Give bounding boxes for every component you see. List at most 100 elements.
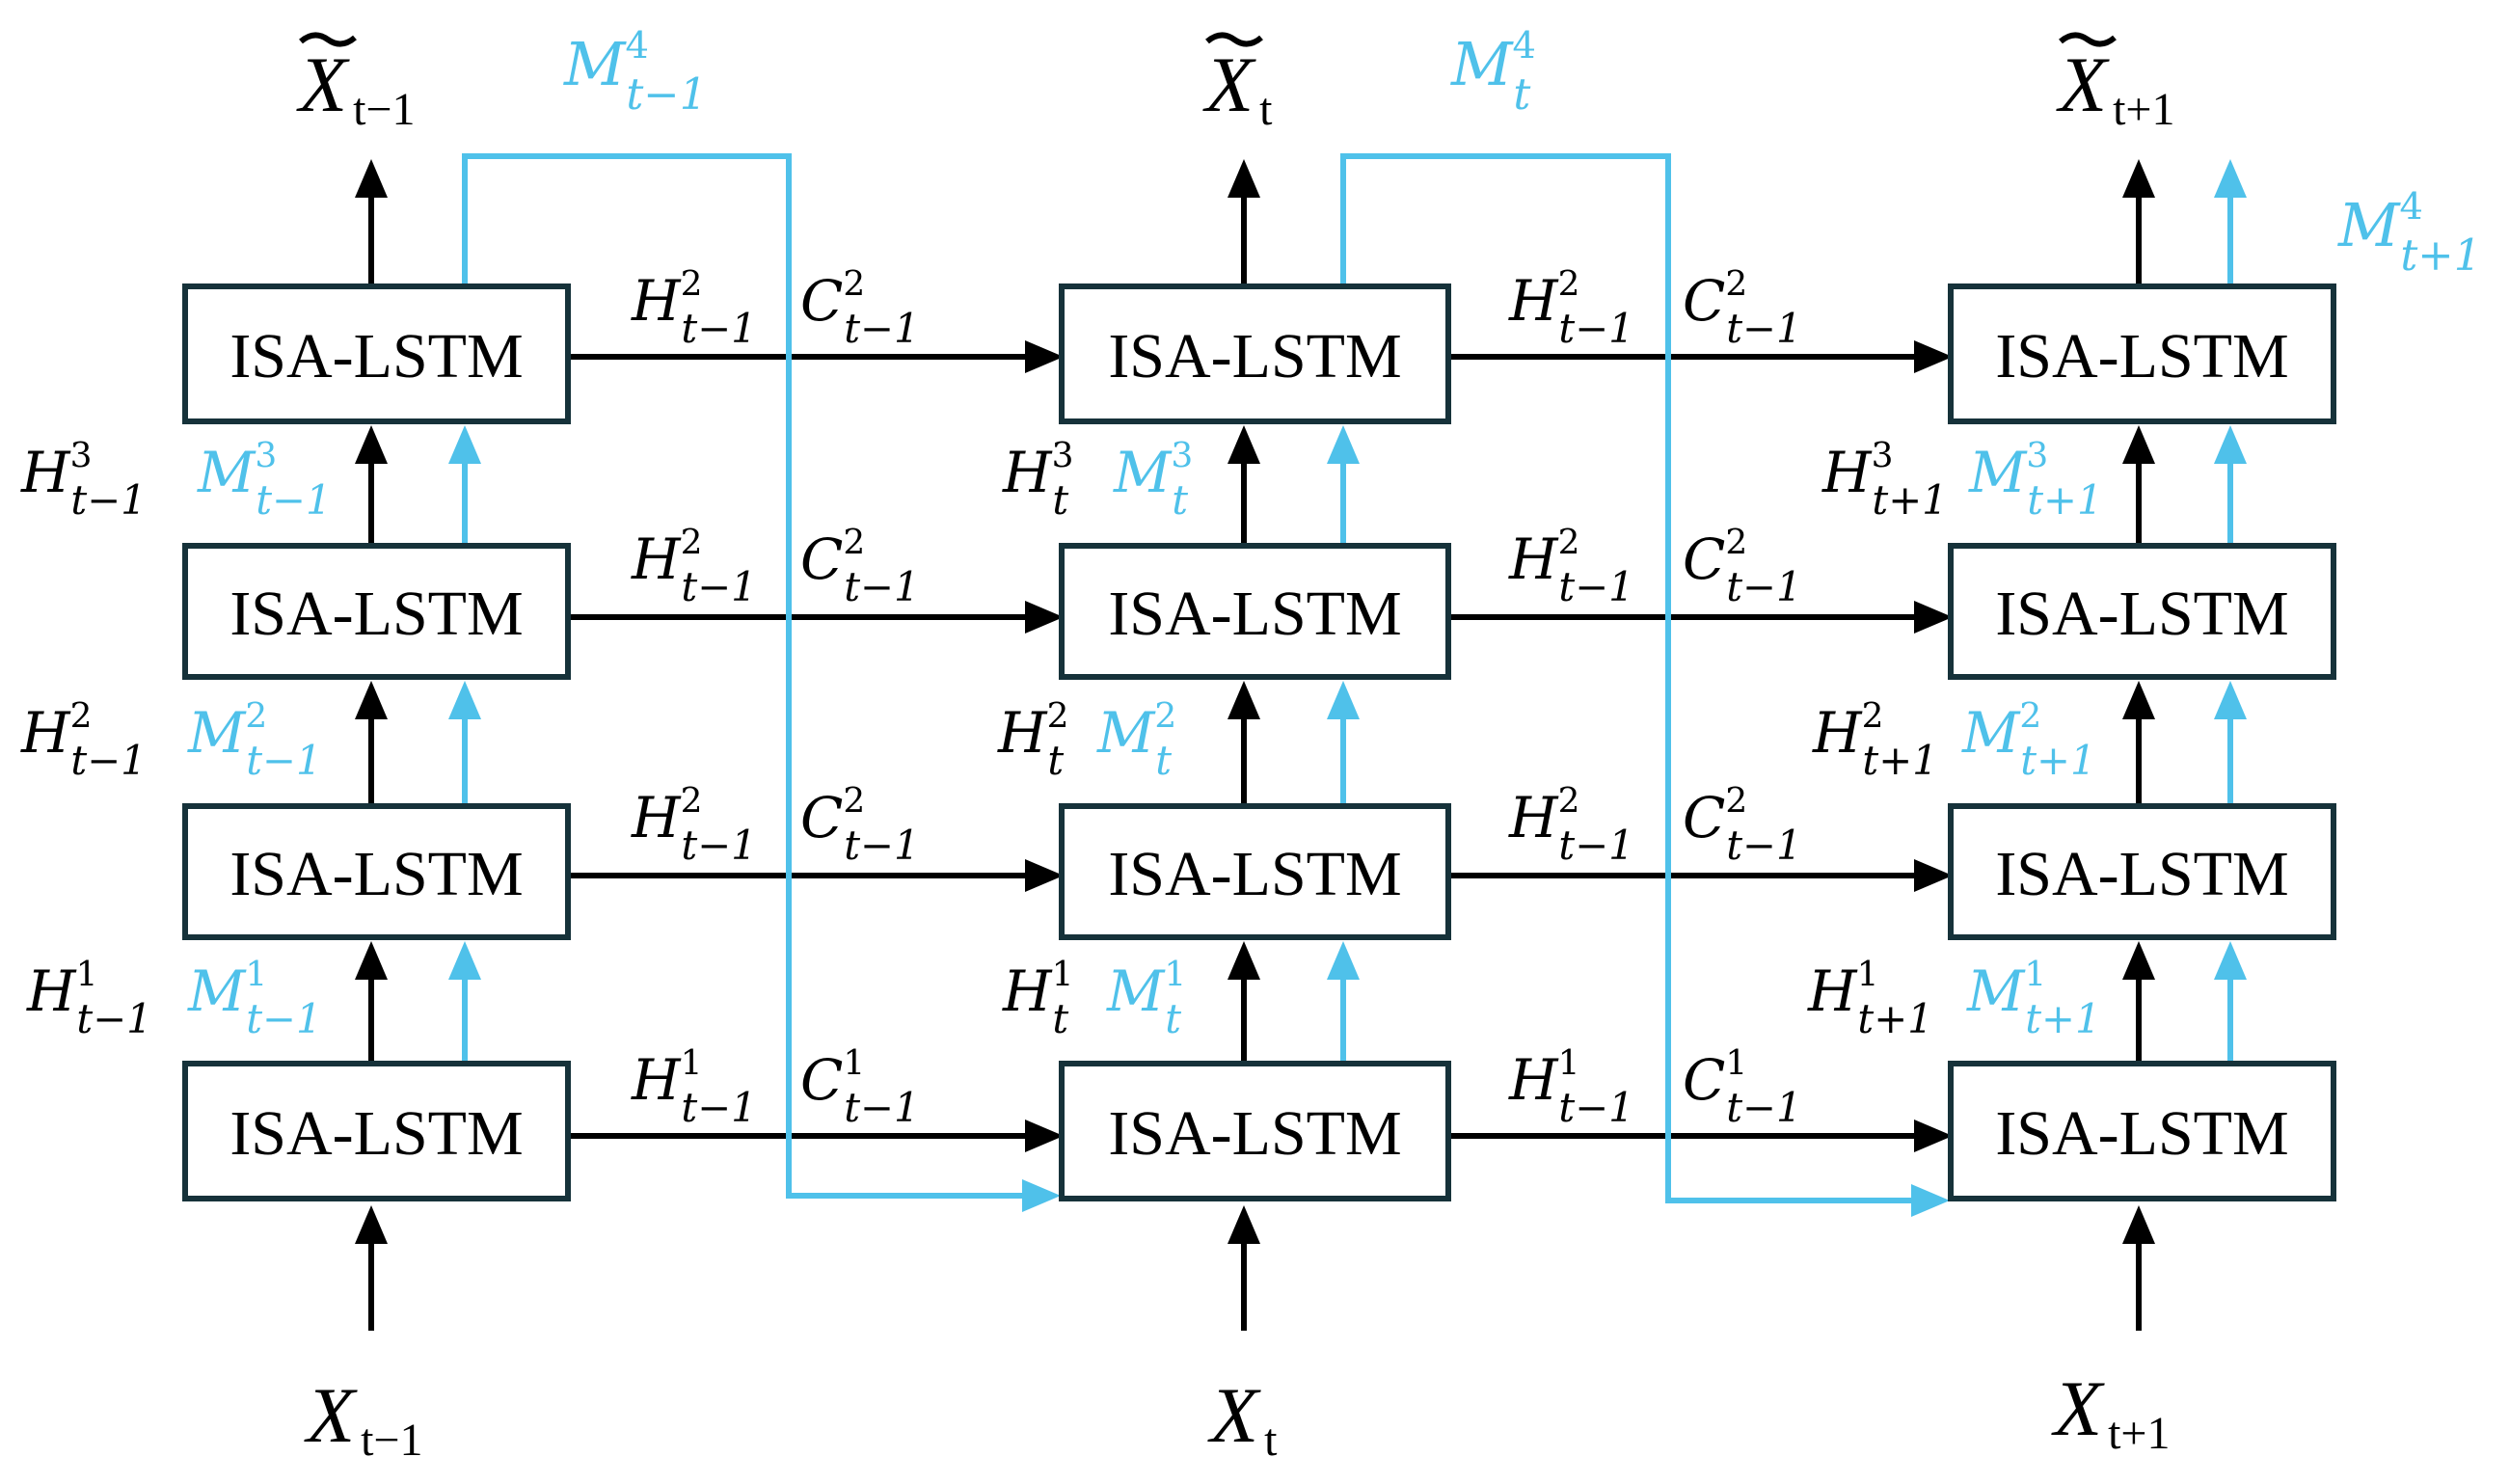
memory-up-head	[1327, 425, 1360, 464]
svg-text:Xt−1: Xt−1	[304, 1371, 423, 1466]
state-transfer-head	[1914, 859, 1953, 892]
isa-lstm-cell: ISA-LSTM	[182, 543, 571, 680]
svg-text:Xt: Xt	[1207, 1371, 1278, 1466]
hidden-up-head	[2122, 941, 2155, 980]
state-transfer-head	[1025, 340, 1064, 373]
output-arrow-head	[355, 159, 388, 198]
svg-text:Xt: Xt	[1202, 40, 1273, 135]
isa-lstm-cell: ISA-LSTM	[1948, 1061, 2336, 1201]
isa-lstm-cell: ISA-LSTM	[1948, 803, 2336, 940]
cell-label: ISA-LSTM	[1995, 839, 2288, 909]
tilde-mark	[2059, 32, 2117, 47]
state-transfer-head	[1914, 601, 1953, 634]
memory-route-line	[462, 153, 1024, 1199]
isa-lstm-cell: ISA-LSTM	[1948, 543, 2336, 680]
memory-up-head	[1327, 681, 1360, 719]
memory-out-head	[2214, 159, 2247, 198]
cell-label: ISA-LSTM	[1995, 1098, 2288, 1169]
isa-lstm-cell: ISA-LSTM	[1948, 283, 2336, 424]
state-transfer-head	[1025, 601, 1064, 634]
input-arrow-head	[1228, 1205, 1260, 1244]
isa-lstm-cell: ISA-LSTM	[182, 1061, 571, 1201]
cell-label: ISA-LSTM	[229, 579, 523, 649]
isa-lstm-cell: ISA-LSTM	[1059, 1061, 1451, 1201]
cell-label: ISA-LSTM	[1108, 321, 1401, 391]
cell-label: ISA-LSTM	[1108, 1098, 1401, 1169]
cell-label: ISA-LSTM	[229, 321, 523, 391]
isa-lstm-cell: ISA-LSTM	[182, 283, 571, 424]
output-arrow-head	[2122, 159, 2155, 198]
svg-text:Xt+1: Xt+1	[2051, 1364, 2171, 1459]
isa-lstm-cell: ISA-LSTM	[1059, 543, 1451, 680]
input-arrow-head	[2122, 1205, 2155, 1244]
memory-up-head	[448, 681, 481, 719]
cell-label: ISA-LSTM	[1995, 579, 2288, 649]
cell-boxes: ISA-LSTM ISA-LSTM ISA-LSTM ISA-LSTM ISA-LSTM…	[182, 283, 2336, 1201]
output-arrow-head	[1228, 159, 1260, 198]
state-transfer-head	[1025, 859, 1064, 892]
hidden-up-head	[2122, 425, 2155, 464]
svg-text:Xt−1: Xt−1	[296, 40, 416, 135]
cell-label: ISA-LSTM	[1995, 321, 2288, 391]
memory-up-head	[448, 941, 481, 980]
isa-lstm-cell: ISA-LSTM	[182, 803, 571, 940]
hidden-up-head	[1228, 941, 1260, 980]
state-transfer-head	[1025, 1120, 1064, 1152]
hidden-up-head	[355, 681, 388, 719]
memory-up-head	[1327, 941, 1360, 980]
hidden-up-head	[2122, 681, 2155, 719]
memory-up-head	[2214, 941, 2247, 980]
cell-label: ISA-LSTM	[1108, 579, 1401, 649]
memory-up-head	[2214, 425, 2247, 464]
cell-label: ISA-LSTM	[229, 1098, 523, 1169]
tilde-mark	[1205, 32, 1263, 47]
connection-lines	[355, 153, 2247, 1331]
cell-label: ISA-LSTM	[1108, 839, 1401, 909]
tilde-mark	[299, 32, 357, 47]
cell-label: ISA-LSTM	[229, 839, 523, 909]
memory-up-head	[448, 425, 481, 464]
memory-up-head	[2214, 681, 2247, 719]
isa-lstm-cell: ISA-LSTM	[1059, 803, 1451, 940]
state-transfer-head	[1914, 1120, 1953, 1152]
state-transfer-head	[1914, 340, 1953, 373]
memory-route-line	[1340, 153, 1913, 1203]
